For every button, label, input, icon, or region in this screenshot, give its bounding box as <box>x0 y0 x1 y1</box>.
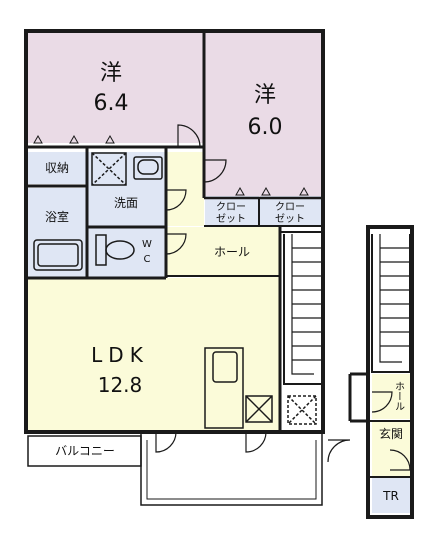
washroom-label: 洗面 <box>114 196 138 210</box>
staircase <box>283 234 411 385</box>
door-swings <box>155 124 411 471</box>
closet-2-area <box>260 196 321 226</box>
room-fills <box>28 33 410 513</box>
bath-label: 浴室 <box>45 209 69 224</box>
room-labels: 洋 6.4 洋 6.0 収納 浴室 洗面 W C クロー ゼット クロー ゼット… <box>45 61 405 503</box>
entrance-label: 玄関 <box>379 426 403 441</box>
fixtures <box>33 152 317 429</box>
closet-2-label-line2: ゼット <box>275 213 305 225</box>
tr-area <box>372 477 410 513</box>
hall-2-label: ホール <box>393 381 405 411</box>
closet-markers <box>33 134 309 196</box>
bedroom-2-size: 6.0 <box>248 115 283 140</box>
storage-area <box>28 152 86 184</box>
wc-c-label: C <box>144 254 151 265</box>
ldk-label: LDK <box>91 343 149 367</box>
bedroom-1-size: 6.4 <box>94 91 129 116</box>
tr-label: TR <box>382 489 399 503</box>
balcony <box>27 433 323 506</box>
closet-1-label-line2: ゼット <box>216 213 246 225</box>
wash-basin <box>133 156 163 180</box>
entrance-area <box>372 421 410 477</box>
hall-area <box>166 227 279 276</box>
closet-1-area <box>205 196 259 226</box>
closet-1-label-line1: クロー <box>216 201 246 213</box>
washroom-area <box>88 152 166 226</box>
bedroom-1-label: 洋 <box>100 61 122 86</box>
ldk-size: 12.8 <box>98 373 143 397</box>
hallway-area <box>166 152 204 226</box>
toilet-bowl <box>105 240 135 260</box>
kitchen-sink <box>212 351 238 383</box>
walls <box>24 29 414 519</box>
bedroom-2-label: 洋 <box>254 83 276 108</box>
washing-machine-space <box>91 152 127 186</box>
hall-label: ホール <box>214 245 250 259</box>
balcony-label: バルコニー <box>55 444 115 458</box>
wc-w-label: W <box>142 239 152 250</box>
refrigerator-space <box>245 395 273 423</box>
bedroom-6-4-area <box>28 33 204 143</box>
appliance-space <box>287 395 317 425</box>
closet-2-label-line1: クロー <box>275 201 305 213</box>
ldk-kitchen-area <box>200 276 280 430</box>
storage-label: 収納 <box>45 161 69 175</box>
kitchen-counter <box>204 347 244 429</box>
bathtub <box>33 239 83 271</box>
